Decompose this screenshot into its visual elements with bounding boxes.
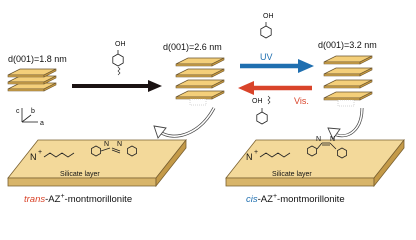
svg-text:N: N [330, 136, 335, 143]
svg-text:a: a [40, 120, 44, 127]
caption-cis: cis-AZ+-montmorillonite [246, 193, 345, 205]
svg-text:OH: OH [263, 13, 274, 20]
silicate-slab-right: Silicate layer [225, 138, 405, 188]
axes-icon: c b a [16, 108, 44, 127]
layer-stack-left [7, 68, 57, 92]
uv-arrow: UV [240, 52, 314, 73]
layer-stack-middle [175, 57, 225, 106]
spacing-label-middle: d(001)=2.6 nm [163, 42, 222, 52]
svg-text:Vis.: Vis. [294, 96, 309, 106]
svg-text:N: N [117, 141, 122, 148]
svg-text:Silicate layer: Silicate layer [60, 171, 100, 178]
svg-text:Silicate layer: Silicate layer [272, 171, 312, 178]
svg-text:OH: OH [252, 98, 263, 105]
zoom-arrow-left [153, 107, 216, 139]
spacing-label-left: d(001)=1.8 nm [8, 54, 67, 64]
zoom-arrow-right [327, 107, 364, 140]
svg-text:OH: OH [115, 41, 126, 48]
svg-text:b: b [31, 108, 35, 115]
svg-text:N: N [104, 141, 109, 148]
phenol-molecule-left: OH [112, 41, 126, 76]
layer-stack-right [323, 55, 373, 107]
svg-text:+: + [38, 149, 42, 156]
svg-text:+: + [254, 149, 258, 156]
phenol-molecule-top: OH [260, 13, 274, 39]
cis-azobenzene-molecule: N + N N [246, 136, 347, 162]
svg-text:c: c [16, 108, 20, 115]
spacing-label-right: d(001)=3.2 nm [318, 40, 377, 50]
svg-text:N: N [246, 152, 253, 162]
trans-azobenzene-molecule: N + N N [30, 141, 137, 162]
figure-canvas: d(001)=1.8 nm OH c b a d(001)=2.6 nm [7, 13, 405, 205]
svg-text:N: N [30, 152, 37, 162]
intercalation-arrow [72, 80, 162, 92]
svg-text:UV: UV [260, 52, 273, 62]
vis-arrow: Vis. [238, 81, 312, 106]
svg-text:N: N [316, 136, 321, 143]
silicate-slab-left: Silicate layer [7, 138, 187, 188]
phenol-molecule-bottom: OH [252, 95, 271, 125]
caption-trans: trans-AZ+-montmorillonite [24, 193, 132, 205]
